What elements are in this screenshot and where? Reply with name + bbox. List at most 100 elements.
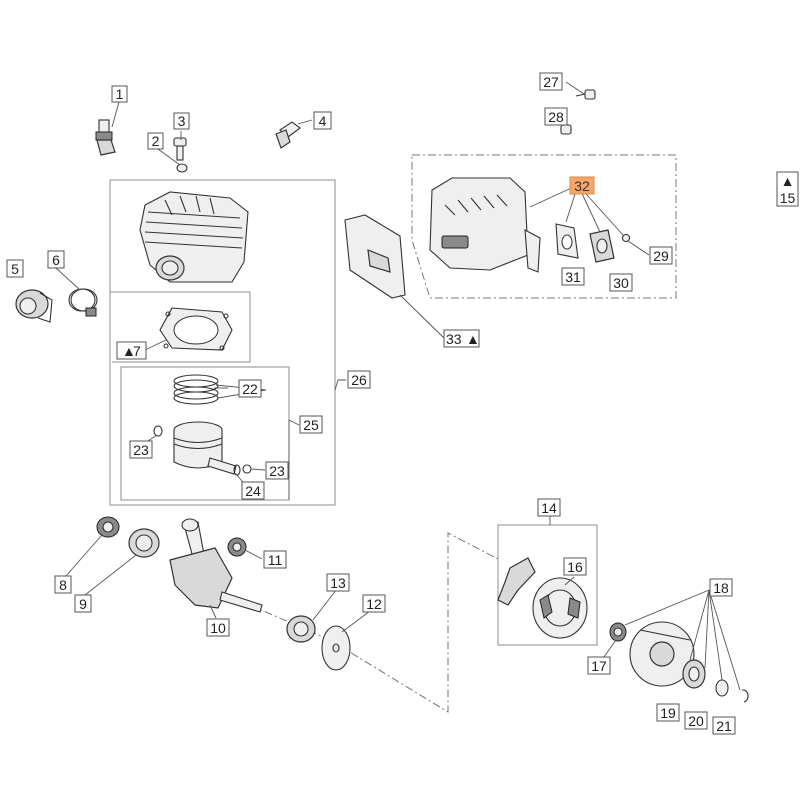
- callout-30-label: 30: [613, 275, 629, 291]
- callout-28-label: 28: [548, 109, 564, 125]
- callout-29-label: 29: [653, 248, 669, 264]
- callout-26-label: 26: [351, 372, 367, 388]
- callout-20[interactable]: 20: [684, 711, 708, 730]
- callout-12[interactable]: 12: [362, 594, 386, 613]
- callout-32[interactable]: 32: [569, 176, 595, 195]
- callout-6[interactable]: 6: [47, 250, 65, 269]
- callout-7-label: 7: [133, 343, 141, 359]
- cylinder-gasket-part: [159, 307, 233, 351]
- callout-6-label: 6: [52, 252, 60, 268]
- callout-11-label: 11: [268, 552, 283, 568]
- callout-22[interactable]: 22: [238, 379, 262, 398]
- oil-seal-part: [96, 516, 120, 538]
- callout-11[interactable]: 11: [263, 550, 287, 569]
- callout-8[interactable]: 8: [54, 575, 72, 594]
- piston-rings-part: [173, 374, 219, 405]
- needle-bearing-part: [227, 537, 247, 557]
- cylinder-part: [139, 191, 249, 283]
- leader-lines: [55, 81, 741, 691]
- callout-8-label: 8: [59, 577, 67, 593]
- crankshaft-part: [169, 518, 263, 613]
- callout-22-label: 22: [242, 381, 258, 397]
- callout-17[interactable]: 17: [587, 656, 611, 675]
- muffler-flange-part: [589, 229, 615, 263]
- callout-14-label: 14: [541, 500, 557, 516]
- callout-29[interactable]: 29: [649, 246, 673, 265]
- callout-4[interactable]: 4: [313, 111, 332, 130]
- callout-26[interactable]: 26: [347, 370, 371, 389]
- callout-23-left[interactable]: 23: [129, 440, 153, 459]
- needle-cage-part: [609, 622, 627, 642]
- callout-31-label: 31: [565, 269, 581, 285]
- callout-23-right[interactable]: 23: [265, 461, 289, 480]
- muffler-group-frame: [411, 154, 677, 299]
- drum-washer-part: [715, 679, 729, 697]
- thrust-washer-part: [321, 625, 351, 671]
- spark-plug-part: [95, 119, 116, 156]
- sprocket-rim-part: [682, 659, 706, 689]
- callout-3[interactable]: 3: [173, 112, 190, 130]
- bolt-part: [173, 137, 187, 161]
- callout-27[interactable]: 27: [539, 72, 563, 91]
- clutch-shoes-part: [532, 577, 588, 639]
- callout-14[interactable]: 14: [537, 498, 561, 517]
- callout-13[interactable]: 13: [326, 573, 350, 592]
- gasket-subframe: [110, 291, 251, 363]
- callout-16-label: 16: [567, 559, 583, 575]
- callout-2[interactable]: 2: [147, 132, 164, 150]
- group-frames: [109, 154, 677, 713]
- callout-15-marker: ▲: [781, 173, 795, 189]
- callout-20-label: 20: [688, 713, 704, 729]
- clutch-group-frame: [497, 524, 598, 646]
- parts: [15, 89, 749, 703]
- callout-12-label: 12: [366, 596, 382, 612]
- callout-13-label: 13: [330, 575, 346, 591]
- callout-23-left-label: 23: [133, 442, 149, 458]
- callout-25[interactable]: 25: [299, 415, 323, 434]
- intake-part: [15, 289, 53, 323]
- callout-31[interactable]: 31: [561, 267, 585, 286]
- muffler-gasket-part: [555, 223, 579, 259]
- callout-16[interactable]: 16: [563, 557, 587, 576]
- callout-24-label: 24: [245, 483, 261, 499]
- callout-24[interactable]: 24: [241, 481, 265, 500]
- callout-27-label: 27: [543, 74, 559, 90]
- clutch-drum-part: [629, 621, 695, 687]
- callout-15[interactable]: ▲ 15: [776, 171, 799, 207]
- callout-17-label: 17: [591, 658, 607, 674]
- callout-19-label: 19: [660, 705, 676, 721]
- callout-19[interactable]: 19: [656, 703, 680, 722]
- callout-21[interactable]: 21: [712, 716, 736, 735]
- callout-10-label: 10: [210, 620, 226, 636]
- piston-pin-part: [207, 457, 241, 476]
- bearing-left-part: [128, 528, 160, 558]
- callout-21-label: 21: [716, 718, 732, 734]
- callout-25-label: 25: [303, 417, 319, 433]
- callout-33[interactable]: 33 ▲: [443, 329, 480, 348]
- callout-10[interactable]: 10: [206, 618, 230, 637]
- circlip-left-part: [153, 425, 163, 437]
- clutch-hub-part: [497, 557, 536, 606]
- clamp-part: [68, 288, 98, 317]
- decompression-valve-part: [275, 121, 301, 149]
- callout-30[interactable]: 30: [609, 273, 633, 292]
- callout-9[interactable]: 9: [74, 594, 92, 613]
- muffler-plate-part: [344, 214, 406, 299]
- callout-5[interactable]: 5: [6, 259, 24, 278]
- callout-18-label: 18: [713, 580, 729, 596]
- callout-4-label: 4: [319, 113, 327, 129]
- muffler-nut-part: [621, 233, 631, 243]
- cylinder-group-frame: [109, 179, 336, 506]
- callout-18[interactable]: 18: [709, 578, 733, 597]
- callout-33-marker: ▲: [466, 331, 480, 347]
- callouts: 1 2 3 4 5 6 ▲ 7 8: [6, 72, 799, 735]
- callout-28[interactable]: 28: [544, 107, 568, 126]
- screw-long-part: [575, 89, 596, 100]
- callout-32-label: 32: [574, 178, 590, 194]
- callout-3-label: 3: [178, 113, 186, 129]
- washer-part: [176, 163, 188, 173]
- callout-1[interactable]: 1: [111, 85, 128, 103]
- callout-7[interactable]: ▲ 7: [116, 341, 147, 360]
- circlip-right-part: [242, 464, 252, 474]
- callout-15-label: 15: [780, 190, 796, 206]
